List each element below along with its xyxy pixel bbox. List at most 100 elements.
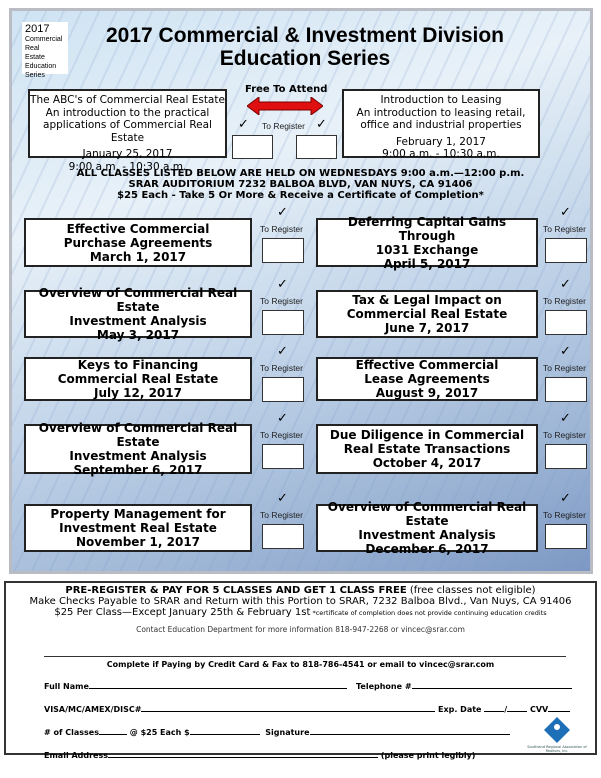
abc-class-box: The ABC's of Commercial Real Estate An i… [28,89,227,173]
srar-logo-icon [544,717,570,743]
exp-year-field[interactable] [507,704,528,712]
free-to-attend-label: Free To Attend [245,84,328,95]
email-label: Email Address [44,751,109,760]
register-checkbox[interactable] [545,310,587,335]
class-title: Effective Commercial [66,221,210,236]
checks-text: Make Checks Payable to SRAR and Return w… [29,596,572,607]
telephone-label: Telephone # [356,682,412,691]
logo-line: Education [25,63,57,70]
card-number-field[interactable] [141,704,436,712]
class-title: Investment Analysis [69,314,207,328]
register-checkbox-feb1[interactable] [296,135,337,159]
exp-label: Exp. Date [438,705,482,714]
class-date: May 3, 2017 [96,328,180,342]
registration-form: PRE-REGISTER & PAY FOR 5 CLASSES AND GET… [4,581,597,760]
info-line: SRAR AUDITORIUM 7232 BALBOA BLVD, VAN NU… [128,179,473,190]
register-checkbox[interactable] [545,238,587,263]
to-register-label: To Register [543,430,586,440]
exp-month-field[interactable] [484,704,505,712]
logo-year: 2017 [25,23,50,35]
promo-note: (free classes not eligible) [406,585,536,596]
to-register-label: To Register [260,363,303,373]
register-checkbox[interactable] [262,377,304,402]
class-title: Overview of Commercial Real Estate [38,286,238,314]
check-icon: ✓ [277,410,288,425]
to-register-label: To Register [543,296,586,306]
signature-field[interactable] [309,727,510,735]
register-checkbox[interactable] [545,444,587,469]
register-checkbox-jan25[interactable] [232,135,273,159]
text: The ABC's of Commercial Real Estate [30,94,225,106]
class-date: July 12, 2017 [94,386,182,400]
check-icon: ✓ [560,204,571,219]
each-label: @ $25 Each $ [129,728,190,737]
full-name-field[interactable] [88,681,347,689]
text: Introduction to Leasing [380,94,502,106]
date: February 1, 2017 [396,135,486,148]
telephone-field[interactable] [411,681,572,689]
divider [44,656,566,657]
class-title: Purchase Agreements [63,235,213,250]
num-classes-field[interactable] [98,727,127,735]
check-icon: ✓ [560,490,571,505]
srar-org-name: Southland Regional Association of Realto… [527,745,587,753]
class-title: Investment Real Estate [59,521,217,535]
price-text: $25 Per Class—Except January 25th & Febr… [54,607,311,618]
register-checkbox[interactable] [545,377,587,402]
class-date: March 1, 2017 [89,249,187,264]
info-line: $25 Each - Take 5 Or More & Receive a Ce… [117,190,484,201]
full-name-label: Full Name [44,682,89,691]
class-title: Investment Analysis [358,528,496,542]
logo-line: Real [25,45,40,52]
check-icon: ✓ [560,276,571,291]
class-date: August 9, 2017 [375,386,479,400]
class-title: Commercial Real Estate [346,307,508,321]
cvv-field[interactable] [548,704,571,712]
to-register-label: To Register [260,296,303,306]
class-date: September 6, 2017 [73,463,203,477]
class-title: Investment Analysis [69,449,207,463]
class-title: Commercial Real Estate [57,372,219,386]
title-line-1: 2017 Commercial & Investment Division [106,24,504,47]
register-checkbox[interactable] [262,238,304,263]
leasing-class-box: Introduction to Leasing An introduction … [342,89,540,160]
class-date: December 6, 2017 [365,542,489,556]
to-register-label: To Register [543,510,586,520]
class-title: Due Diligence in Commercial [329,428,525,442]
check-icon: ✓ [277,343,288,358]
class-title: Keys to Financing [77,358,199,372]
register-checkbox[interactable] [262,310,304,335]
contact-text: Contact Education Department for more in… [136,625,465,634]
cvv-label: CVV [529,705,549,714]
amount-field[interactable] [189,727,260,735]
check-icon: ✓ [560,410,571,425]
double-arrow-icon [247,97,323,115]
class-title: Deferring Capital Gains Through [347,214,507,243]
credit-card-instructions: Complete if Paying by Credit Card & Fax … [106,660,495,669]
register-checkbox[interactable] [262,444,304,469]
email-field[interactable] [108,750,379,758]
time: 9:00 a.m. - 10:30 a.m. [382,148,500,160]
register-checkbox[interactable] [545,524,587,549]
class-title: Overview of Commercial Real Estate [327,500,527,528]
to-register-label: To Register [260,224,303,234]
logo-line: Estate [25,54,45,61]
register-checkbox[interactable] [262,524,304,549]
class-title: Property Management for [50,507,226,521]
date: January 25, 2017 [82,148,173,160]
to-register-label: To Register [260,510,303,520]
class-title: Tax & Legal Impact on [352,293,502,307]
to-register-label: To Register [543,363,586,373]
check-icon: ✓ [316,116,327,131]
check-icon: ✓ [560,343,571,358]
logo-line: Series [25,72,45,79]
signature-label: Signature [265,728,310,737]
to-register-label: To Register [260,430,303,440]
legibly-note: (please print legibly) [380,751,476,760]
